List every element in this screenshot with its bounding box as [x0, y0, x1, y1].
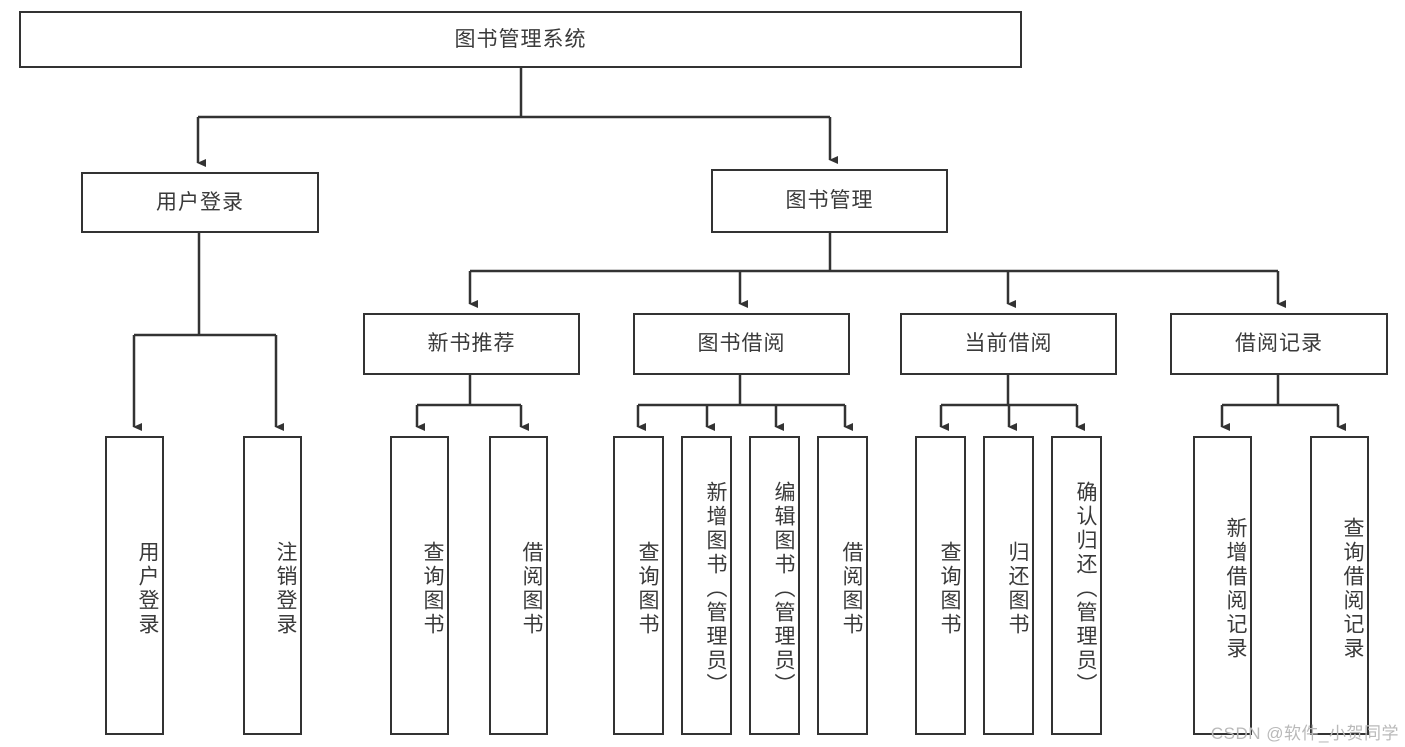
leaf-borrow-add-book-admin[interactable]: 新增图书（管理员）	[681, 436, 732, 735]
leaf-current-confirm-return-admin[interactable]: 确认归还（管理员）	[1051, 436, 1102, 735]
leaf-current-query-book[interactable]: 查询图书	[915, 436, 966, 735]
node-current-borrow[interactable]: 当前借阅	[900, 313, 1117, 375]
node-user-login-label: 用户登录	[156, 190, 244, 214]
leaf-user-logout-label: 注销登录	[274, 540, 297, 637]
leaf-borrow-edit-book-admin[interactable]: 编辑图书（管理员）	[749, 436, 800, 735]
leaf-record-query-record-label: 查询借阅记录	[1341, 516, 1364, 661]
node-book-management-label: 图书管理	[785, 189, 874, 213]
leaf-borrow-query-book[interactable]: 查询图书	[613, 436, 664, 735]
leaf-current-query-book-label: 查询图书	[938, 540, 961, 637]
leaf-borrow-borrow-book-label: 借阅图书	[840, 540, 863, 637]
node-book-borrow-label: 图书借阅	[697, 332, 786, 356]
node-root-label: 图书管理系统	[454, 27, 587, 51]
node-book-management[interactable]: 图书管理	[711, 169, 948, 233]
node-root[interactable]: 图书管理系统	[19, 11, 1022, 68]
leaf-recommend-borrow-book[interactable]: 借阅图书	[489, 436, 548, 735]
leaf-user-logout[interactable]: 注销登录	[243, 436, 302, 735]
leaf-record-add-record-label: 新增借阅记录	[1224, 516, 1247, 661]
leaf-record-query-record[interactable]: 查询借阅记录	[1310, 436, 1369, 735]
node-borrow-record-label: 借阅记录	[1235, 332, 1323, 356]
leaf-recommend-query-book-label: 查询图书	[421, 540, 444, 637]
node-current-borrow-label: 当前借阅	[964, 332, 1053, 356]
node-user-login[interactable]: 用户登录	[81, 172, 319, 233]
leaf-record-add-record[interactable]: 新增借阅记录	[1193, 436, 1252, 735]
leaf-current-return-book[interactable]: 归还图书	[983, 436, 1034, 735]
leaf-recommend-borrow-book-label: 借阅图书	[520, 540, 543, 637]
leaf-user-login-label: 用户登录	[136, 540, 159, 637]
leaf-borrow-add-book-admin-label: 新增图书（管理员）	[704, 480, 727, 697]
node-new-book-recommend[interactable]: 新书推荐	[363, 313, 580, 375]
leaf-borrow-borrow-book[interactable]: 借阅图书	[817, 436, 868, 735]
leaf-borrow-edit-book-admin-label: 编辑图书（管理员）	[772, 480, 795, 697]
leaf-borrow-query-book-label: 查询图书	[636, 540, 659, 637]
leaf-user-login[interactable]: 用户登录	[105, 436, 164, 735]
node-borrow-record[interactable]: 借阅记录	[1170, 313, 1388, 375]
node-new-book-recommend-label: 新书推荐	[427, 332, 516, 356]
node-book-borrow[interactable]: 图书借阅	[633, 313, 850, 375]
leaf-current-confirm-return-admin-label: 确认归还（管理员）	[1074, 480, 1097, 697]
leaf-recommend-query-book[interactable]: 查询图书	[390, 436, 449, 735]
leaf-current-return-book-label: 归还图书	[1006, 540, 1029, 637]
